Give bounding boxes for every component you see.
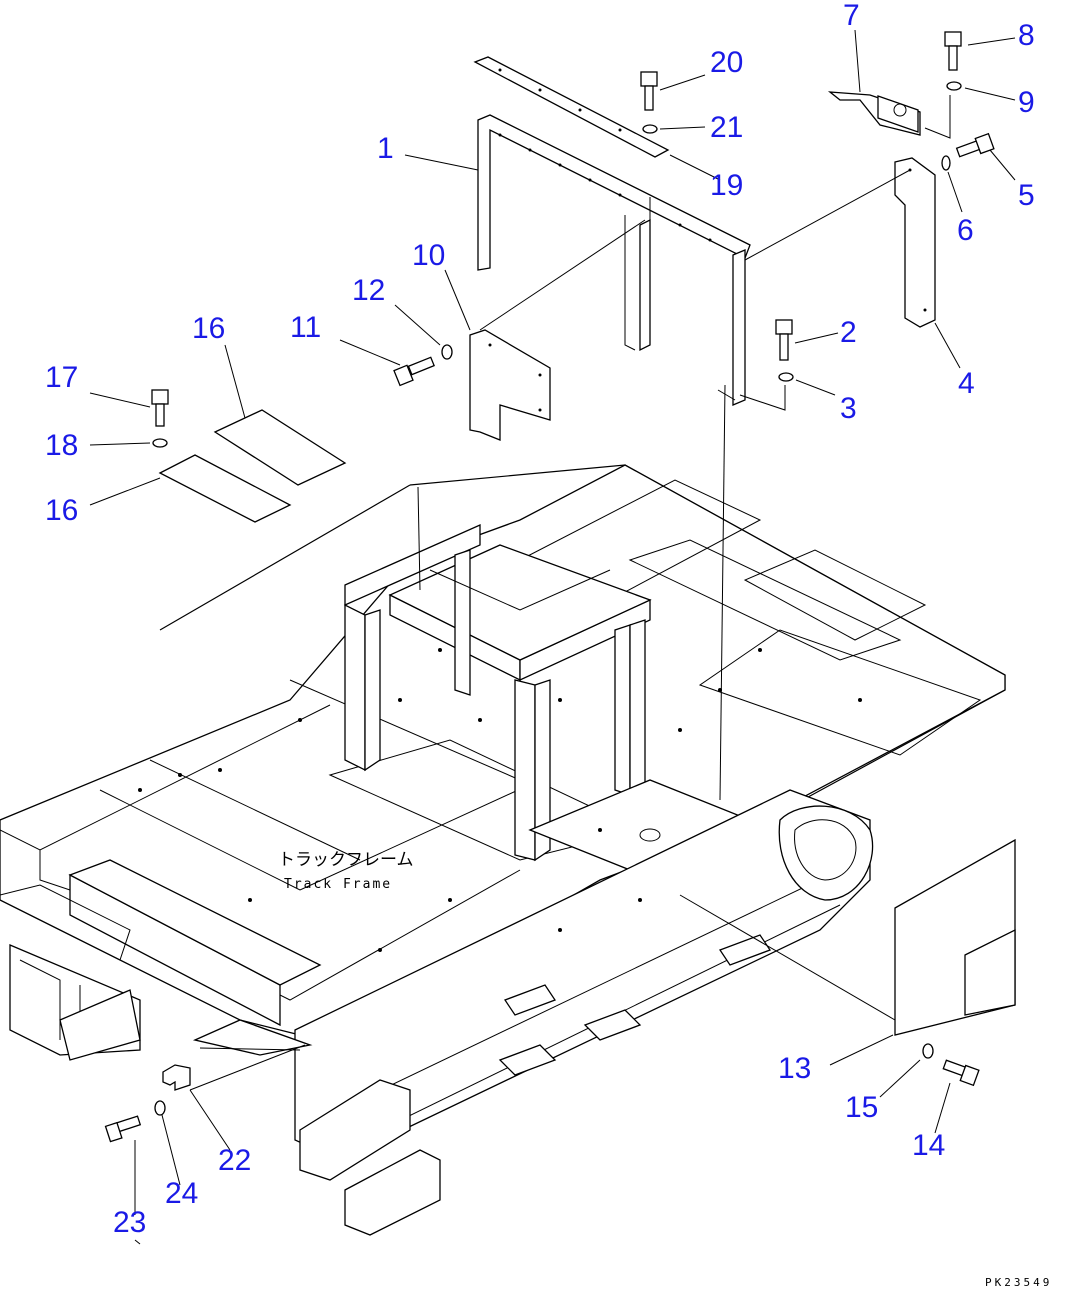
callout-14: 14 (912, 1129, 945, 1162)
left-track-assembly (0, 884, 141, 1061)
part-22-small-bracket (162, 1064, 191, 1091)
drawing-reference: PK23549 (985, 1276, 1052, 1289)
callout-19: 19 (710, 169, 743, 202)
callout-labels: 1 2 3 4 5 6 7 8 9 10 11 12 13 14 15 16 1… (45, 0, 1035, 1239)
part-23-bolt-icon (104, 1115, 142, 1143)
part-24-washer-icon (154, 1100, 166, 1116)
part-18-washer-icon (152, 438, 168, 448)
part-4-side-panel (894, 157, 936, 328)
callout-15: 15 (845, 1091, 878, 1124)
callout-3: 3 (840, 392, 857, 425)
callout-24: 24 (165, 1177, 198, 1210)
part-11-bolt-icon (393, 356, 435, 387)
callout-21: 21 (710, 111, 743, 144)
callout-12: 12 (352, 274, 385, 307)
part-17-bolt-icon (151, 389, 169, 427)
part-1-bracket-frame (477, 114, 751, 406)
leader-lines (89, 29, 1016, 1245)
callout-4: 4 (958, 367, 975, 400)
callout-10: 10 (412, 239, 445, 272)
part-13-large-plate (894, 838, 1016, 1036)
callout-2: 2 (840, 316, 857, 349)
callout-6: 6 (957, 214, 974, 247)
callout-18: 18 (45, 429, 78, 462)
callout-23: 23 (113, 1206, 146, 1239)
callout-9: 9 (1018, 86, 1035, 119)
callout-16a: 16 (192, 312, 225, 345)
part-19-cover-strip (473, 56, 670, 158)
part-6-washer-icon (941, 155, 951, 171)
callout-8: 8 (1018, 19, 1035, 52)
callout-20: 20 (710, 46, 743, 79)
callout-16b: 16 (45, 494, 78, 527)
central-support-frame (344, 523, 652, 862)
part-5-bolt-icon (955, 132, 995, 158)
part-16-floor-plate-lower (158, 454, 292, 523)
track-frame (0, 464, 1006, 1236)
callout-1: 1 (377, 132, 394, 165)
part-15-washer-icon (922, 1043, 934, 1059)
part-20-bolt-icon (640, 71, 658, 111)
track-roller-frame (294, 789, 874, 1236)
part-2-bolt-icon (775, 319, 793, 361)
part-9-washer-icon (946, 81, 962, 91)
callout-13: 13 (778, 1052, 811, 1085)
part-21-washer-icon (642, 124, 658, 134)
frame-label-jp: トラックフレーム (278, 850, 414, 870)
part-3-washer-icon (778, 372, 794, 382)
callout-22: 22 (218, 1144, 251, 1177)
part-10-plate (469, 329, 551, 441)
callout-5: 5 (1018, 179, 1035, 212)
part-8-bolt-icon (944, 31, 962, 71)
part-16-floor-plate-upper (213, 409, 347, 486)
callout-7: 7 (843, 0, 860, 32)
callout-17: 17 (45, 361, 78, 394)
frame-label-en: Track Frame (284, 877, 392, 892)
part-12-washer-icon (441, 344, 453, 360)
part-14-bolt-icon (942, 1059, 980, 1087)
part-7-bracket (827, 91, 921, 136)
callout-11: 11 (290, 311, 321, 344)
